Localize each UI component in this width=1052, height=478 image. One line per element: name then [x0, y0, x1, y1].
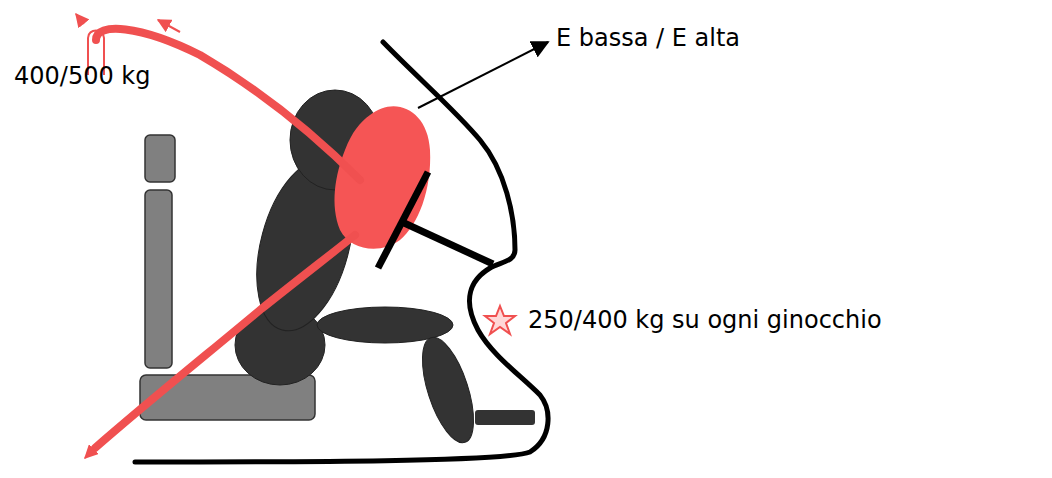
lap-belt [95, 235, 355, 448]
seat-back [145, 190, 172, 368]
impact-star [485, 306, 515, 334]
car-body-outline [135, 42, 548, 462]
knee-load-label: 250/400 kg su ogni ginocchio [528, 306, 882, 335]
airbag-energy-label: E bassa / E alta [556, 24, 740, 53]
occupant-foot [475, 410, 535, 425]
headrest [145, 135, 175, 182]
steering-column [402, 222, 493, 264]
shoulder-belt [96, 29, 360, 180]
belt-force-arrow [158, 20, 180, 32]
belt-load-label: 400/500 kg [14, 62, 150, 91]
belt-force-arrow [85, 448, 95, 458]
leader-line [418, 42, 548, 108]
occupant-shin [412, 332, 484, 449]
belt-force-arrow [76, 14, 84, 24]
